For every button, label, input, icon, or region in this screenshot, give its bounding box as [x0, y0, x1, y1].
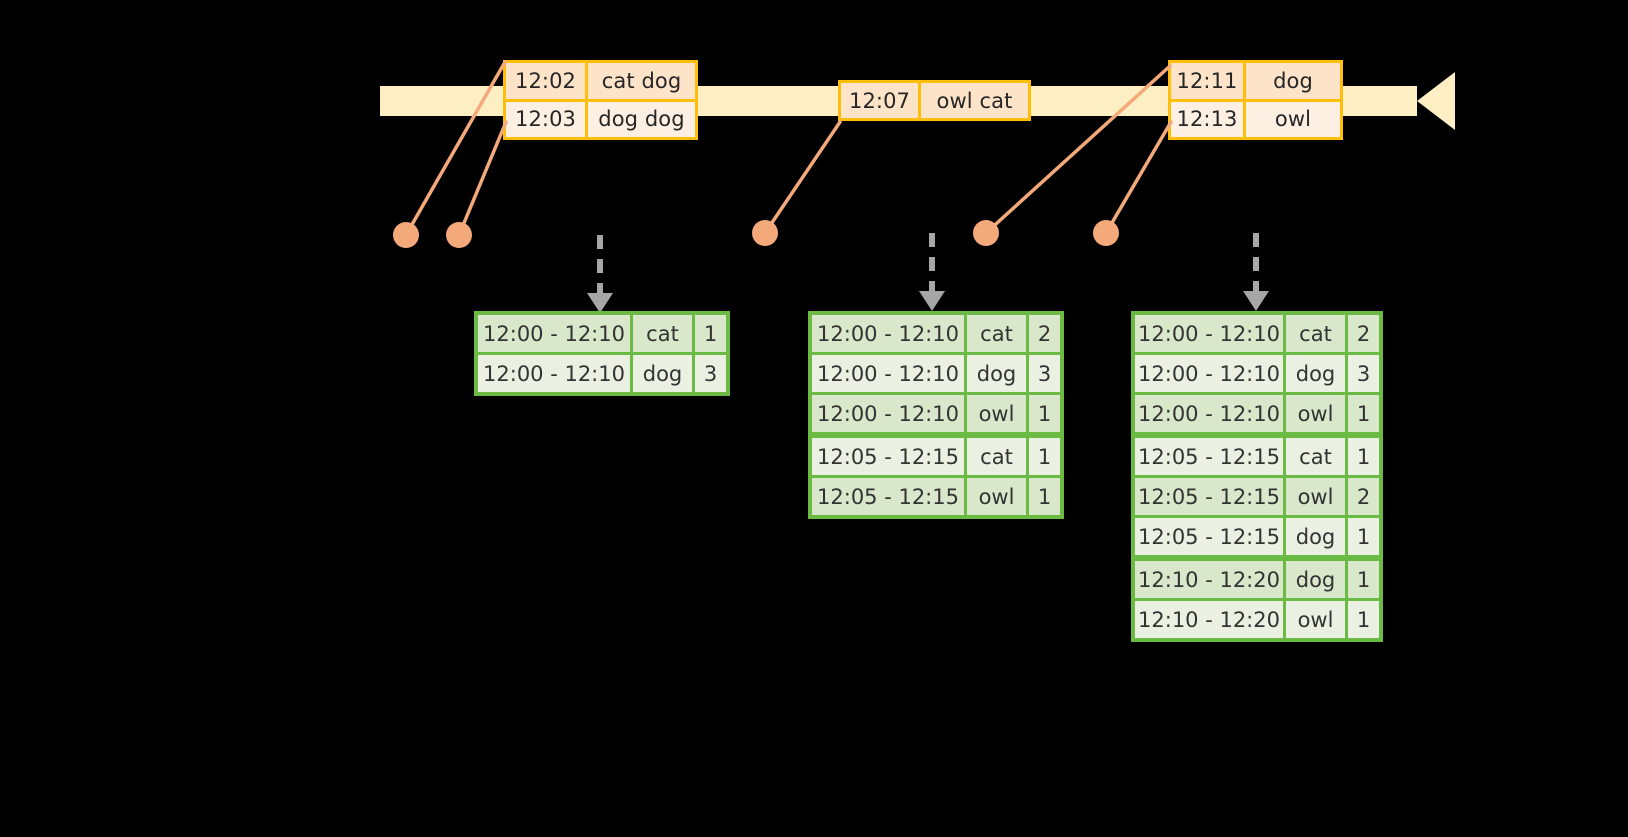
cell-count: 3	[1345, 355, 1379, 392]
cell-key: owl	[1283, 601, 1345, 638]
cell-window: 12:00 - 12:10	[812, 395, 964, 432]
cell-count: 3	[692, 355, 726, 392]
cell-count: 1	[1026, 395, 1060, 432]
event-time: 12:07	[841, 83, 921, 118]
event-row[interactable]: 12:13 owl	[1171, 98, 1340, 137]
connector-dot-3	[752, 220, 778, 246]
event-row[interactable]: 12:03 dog dog	[506, 98, 695, 137]
cell-count: 2	[1026, 315, 1060, 352]
connector-line-3	[763, 120, 842, 235]
connector-line-2	[457, 120, 508, 237]
cell-window: 12:05 - 12:15	[1135, 438, 1283, 475]
dashed-arrow-2	[918, 233, 946, 311]
cell-count: 1	[1345, 561, 1379, 598]
connector-dot-2	[446, 222, 472, 248]
event-words: dog	[1246, 63, 1340, 99]
cell-window: 12:10 - 12:20	[1135, 561, 1283, 598]
event-time: 12:13	[1171, 101, 1246, 137]
event-box-group-3[interactable]: 12:11 dog 12:13 owl	[1168, 60, 1343, 140]
cell-count: 2	[1345, 478, 1379, 515]
cell-window: 12:00 - 12:10	[812, 355, 964, 392]
cell-key: cat	[964, 438, 1026, 475]
cell-key: cat	[1283, 315, 1345, 352]
cell-key: cat	[964, 315, 1026, 352]
cell-count: 1	[1345, 395, 1379, 432]
cell-window: 12:05 - 12:15	[812, 478, 964, 515]
connector-line-5	[1104, 120, 1173, 235]
cell-count: 1	[1026, 478, 1060, 515]
event-time: 12:02	[506, 63, 588, 99]
cell-window: 12:10 - 12:20	[1135, 601, 1283, 638]
event-time: 12:11	[1171, 63, 1246, 99]
cell-key: dog	[964, 355, 1026, 392]
event-box-group-2[interactable]: 12:07 owl cat	[838, 80, 1031, 121]
cell-key: dog	[1283, 355, 1345, 392]
event-row[interactable]: 12:02 cat dog	[506, 63, 695, 99]
cell-window: 12:00 - 12:10	[1135, 315, 1283, 352]
cell-key: cat	[1283, 438, 1345, 475]
event-time: 12:03	[506, 101, 588, 137]
cell-key: owl	[964, 478, 1026, 515]
cell-key: owl	[1283, 478, 1345, 515]
connector-dot-5	[1093, 220, 1119, 246]
cell-window: 12:00 - 12:10	[478, 355, 630, 392]
cell-window: 12:00 - 12:10	[1135, 395, 1283, 432]
event-row[interactable]: 12:07 owl cat	[841, 83, 1028, 118]
cell-key: owl	[964, 395, 1026, 432]
cell-count: 2	[1345, 315, 1379, 352]
connector-dot-4	[973, 220, 999, 246]
event-words: owl cat	[921, 83, 1028, 118]
event-box-group-1[interactable]: 12:02 cat dog 12:03 dog dog	[503, 60, 698, 140]
cell-window: 12:05 - 12:15	[1135, 518, 1283, 555]
timeline-arrowhead	[1417, 72, 1455, 130]
dashed-arrow-1	[586, 235, 614, 313]
event-words: owl	[1246, 101, 1340, 137]
cell-key: dog	[630, 355, 692, 392]
dashed-arrow-3	[1242, 233, 1270, 311]
cell-window: 12:00 - 12:10	[1135, 355, 1283, 392]
cell-count: 1	[1026, 438, 1060, 475]
cell-window: 12:00 - 12:10	[812, 315, 964, 352]
cell-count: 1	[1345, 601, 1379, 638]
cell-key: cat	[630, 315, 692, 352]
cell-key: owl	[1283, 395, 1345, 432]
cell-window: 12:05 - 12:15	[812, 438, 964, 475]
connector-dot-1	[393, 222, 419, 248]
event-words: dog dog	[588, 101, 695, 137]
cell-window: 12:05 - 12:15	[1135, 478, 1283, 515]
event-words: cat dog	[588, 63, 695, 99]
cell-count: 1	[1345, 518, 1379, 555]
event-row[interactable]: 12:11 dog	[1171, 63, 1340, 99]
cell-count: 1	[692, 315, 726, 352]
cell-key: dog	[1283, 561, 1345, 598]
cell-count: 3	[1026, 355, 1060, 392]
cell-window: 12:00 - 12:10	[478, 315, 630, 352]
cell-count: 1	[1345, 438, 1379, 475]
cell-key: dog	[1283, 518, 1345, 555]
